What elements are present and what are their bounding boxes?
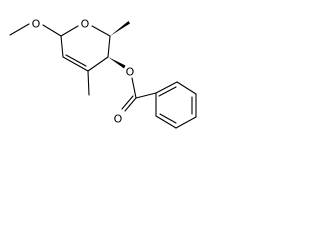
chemical-structure-diagram: O O O O: [9, 18, 197, 129]
bond-c5-to-c4: [87, 56, 109, 72]
phenyl-bond-5-inner: [159, 113, 177, 124]
bond-carbonyl-carbon-to-phenyl: [135, 92, 157, 99]
ring-oxygen-label: O: [81, 18, 90, 31]
bond-carbonyl-double-a: [124, 97, 137, 112]
bond-c4-to-methyl: [87, 70, 90, 96]
phenyl-bond-1-inner: [158, 86, 177, 97]
phenyl-bond-2: [176, 81, 197, 95]
carbonyl-oxygen-label: O: [114, 113, 123, 126]
bond-ester-oxygen-to-carbonyl-carbon: [131, 77, 137, 99]
wedge-bond-c6-methyl: [110, 21, 130, 36]
bond-c4-to-c3-double-outer: [62, 56, 89, 72]
bond-anomeric-carbon-to-ring-oxygen: [60, 25, 79, 37]
methoxy-oxygen-label: O: [32, 18, 41, 31]
bond-ring-oxygen-to-c6: [91, 25, 111, 37]
phenyl-bond-5: [155, 115, 177, 129]
bond-methyl-to-methoxy-oxygen: [9, 23, 30, 36]
bond-carbonyl-double-b: [121, 95, 134, 110]
bond-methoxy-oxygen-to-anomeric-carbon: [42, 24, 62, 37]
bond-c3-to-anomeric-carbon: [60, 35, 64, 58]
ester-oxygen-label: O: [126, 66, 135, 79]
bond-c4-to-c3-double-inner: [65, 54, 87, 67]
bond-c6-to-c5: [107, 35, 111, 58]
phenyl-bond-1: [155, 81, 178, 94]
wedge-bond-c5-ester-oxygen: [108, 57, 126, 69]
phenyl-bond-4: [175, 116, 197, 129]
